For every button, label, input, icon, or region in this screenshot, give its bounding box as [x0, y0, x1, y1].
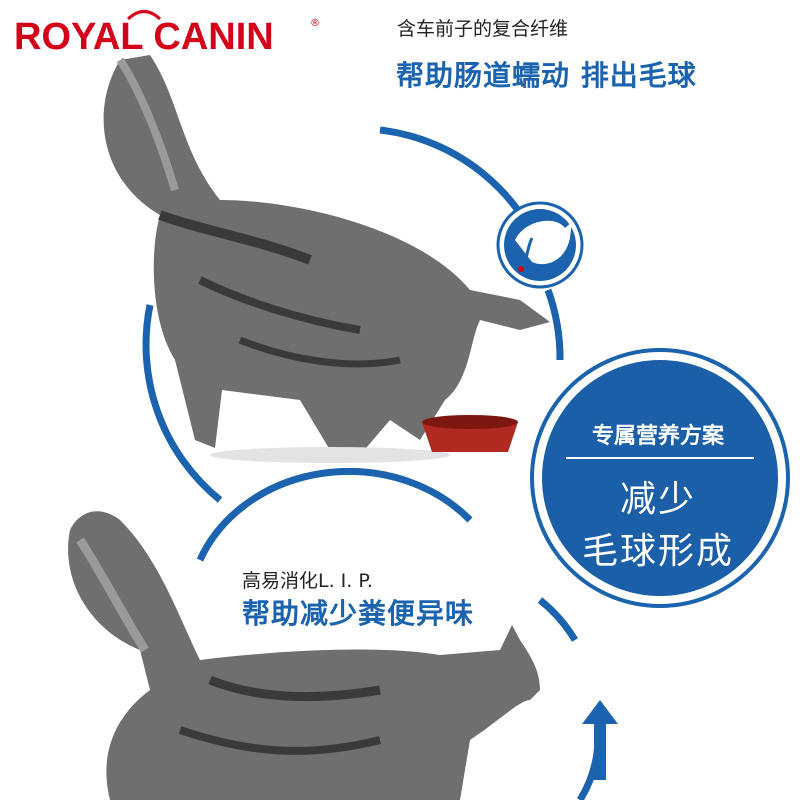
feature-bottom-headline: 帮助减少粪便异味 [242, 597, 475, 630]
cat-digestion-icon [496, 201, 584, 289]
feature-top-headline: 帮助肠道蠕动 排出毛球 [396, 59, 697, 92]
badge-title: 专属营养方案 [591, 424, 724, 449]
arrow-up-icon [582, 700, 618, 780]
feature-bottom-subtitle: 高易消化L. I. P. [242, 570, 373, 592]
brand-name: ROYAL CANIN [14, 16, 274, 58]
feature-top-subtitle: 含车前子的复合纤维 [397, 18, 569, 40]
cat-eating-image [103, 55, 550, 463]
food-bowl-image [422, 415, 518, 452]
badge-line1: 减少 [619, 479, 696, 520]
brand-logo: ROYAL CANIN ® [14, 6, 320, 66]
cat-walking-image [68, 511, 540, 800]
nutrition-badge [530, 348, 790, 608]
badge-line2: 毛球形成 [581, 531, 734, 572]
crown-icon [126, 10, 162, 20]
registered-mark: ® [310, 18, 320, 29]
